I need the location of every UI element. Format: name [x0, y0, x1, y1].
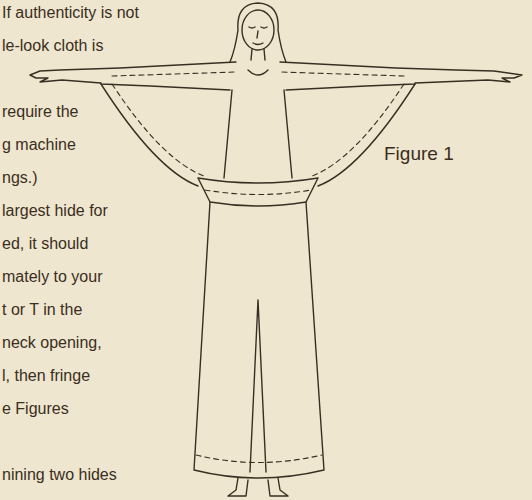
body-text: nining two hides	[2, 465, 117, 485]
body-text: mately to your	[2, 267, 102, 287]
cape-edge	[101, 84, 198, 186]
neck	[251, 49, 265, 60]
bodice	[224, 70, 292, 178]
body-text: largest hide for	[2, 201, 108, 221]
body-text: le-look cloth is	[2, 36, 103, 56]
body-text: l, then fringe	[2, 366, 90, 386]
hair	[230, 3, 286, 62]
body-text: e Figures	[2, 399, 69, 419]
head	[242, 10, 274, 50]
woman-figure	[30, 3, 522, 496]
figure-caption: Figure 1	[384, 144, 454, 164]
skirt	[194, 202, 324, 478]
body-text: g machine	[2, 135, 76, 155]
cape-seam	[112, 84, 204, 176]
body-text: ngs.)	[2, 168, 38, 188]
cape-edge	[318, 84, 415, 186]
feet	[228, 478, 288, 496]
body-text: require the	[2, 102, 79, 122]
legs	[250, 300, 266, 472]
body-text: If authenticity is not	[2, 3, 139, 23]
hem-seam	[196, 455, 322, 463]
body-text: neck opening,	[2, 333, 102, 353]
waist-seam	[205, 190, 311, 195]
body-text: t or T in the	[2, 300, 82, 320]
left-arm	[30, 62, 236, 90]
body-text: ed, it should	[2, 234, 88, 254]
waistband	[198, 178, 318, 206]
face	[249, 27, 267, 45]
